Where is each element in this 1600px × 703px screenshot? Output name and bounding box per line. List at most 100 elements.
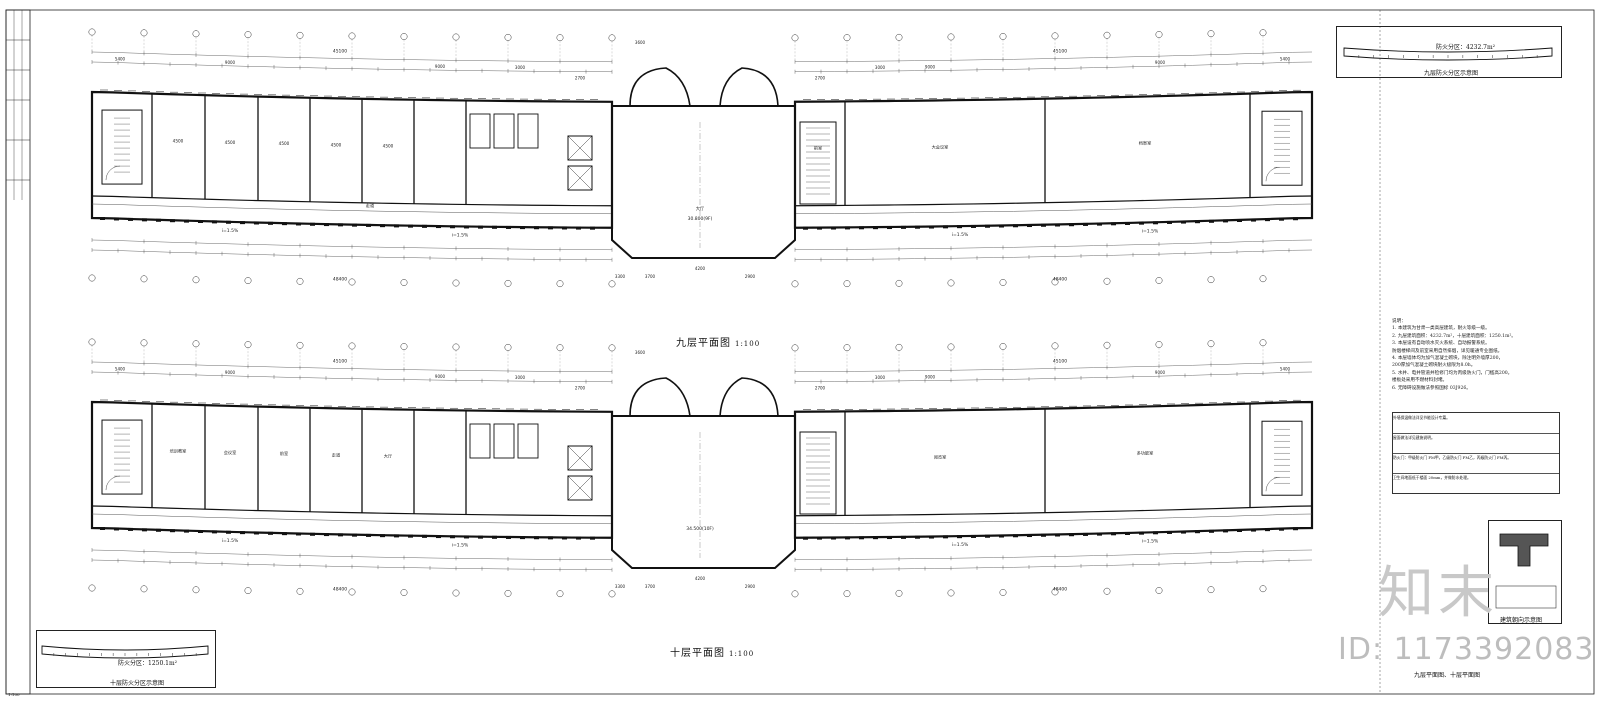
left-corridor-wall bbox=[91, 505, 613, 517]
column-mark bbox=[929, 225, 934, 229]
column-mark bbox=[957, 535, 962, 539]
grid-bubble bbox=[452, 343, 460, 351]
column-mark bbox=[520, 226, 525, 230]
grid-bubble bbox=[1155, 587, 1163, 594]
room-label: 走道 bbox=[366, 202, 375, 209]
left-corridor-line bbox=[91, 203, 613, 215]
key-plan-caption: 建筑朝向示意图 bbox=[1500, 617, 1543, 624]
column-mark bbox=[1251, 528, 1256, 532]
grid-bubble bbox=[88, 338, 96, 346]
column-mark bbox=[1041, 223, 1046, 227]
dimension-text: 3700 bbox=[645, 274, 656, 279]
elevation-mark: 30.800(9F) bbox=[688, 216, 713, 222]
column-mark bbox=[534, 536, 539, 540]
grid-bubble bbox=[348, 32, 356, 40]
column-mark bbox=[1013, 224, 1018, 228]
column-mark bbox=[170, 219, 175, 223]
right-corridor-wall bbox=[794, 505, 1313, 517]
grid-bubble bbox=[608, 280, 616, 288]
column-mark bbox=[436, 535, 441, 539]
grid-bubble bbox=[791, 280, 799, 288]
column-mark bbox=[324, 223, 329, 227]
column-mark bbox=[100, 217, 105, 220]
toilet-stall bbox=[517, 423, 539, 459]
dimension-text: 48400 bbox=[333, 586, 347, 592]
column-mark bbox=[520, 536, 525, 540]
grid-bubble bbox=[400, 589, 408, 596]
grid-bubble bbox=[452, 589, 460, 597]
column-mark bbox=[971, 534, 976, 538]
column-mark bbox=[1111, 222, 1116, 226]
left-wing-outline bbox=[90, 90, 614, 229]
central-lobby bbox=[611, 415, 796, 569]
grid-bubble bbox=[296, 31, 304, 39]
column-mark bbox=[1055, 533, 1060, 537]
column-mark bbox=[1069, 223, 1074, 227]
grid-bubble bbox=[88, 274, 96, 282]
column-mark bbox=[464, 535, 469, 539]
dimension-text: 3000 bbox=[515, 65, 526, 70]
grid-bubble bbox=[400, 279, 408, 286]
fire-zone-top-caption: 九层防火分区示意图 bbox=[1424, 70, 1479, 77]
dimension-text: 2900 bbox=[745, 274, 756, 279]
elevator-shaft bbox=[567, 475, 593, 501]
dimension-text: 48400 bbox=[1053, 276, 1067, 282]
dimension-text: 48400 bbox=[1053, 586, 1067, 592]
left-wing-outline bbox=[90, 400, 614, 539]
fire-zone-bottom-label: 防火分区：1250.1m² bbox=[118, 660, 178, 667]
column-mark bbox=[1083, 222, 1088, 226]
column-mark bbox=[985, 534, 990, 538]
dimension-text: 3700 bbox=[645, 584, 656, 589]
grid-bubble bbox=[504, 343, 512, 351]
elevator-shaft bbox=[567, 135, 593, 161]
grid-bubble bbox=[504, 33, 512, 41]
column-mark bbox=[450, 225, 455, 229]
central-lobby bbox=[611, 105, 796, 259]
column-mark bbox=[310, 532, 315, 536]
column-mark bbox=[873, 536, 878, 540]
grid-bubble bbox=[192, 30, 200, 38]
note-line: 4. 本层墙体均为加气混凝土砌块，除注明外墙厚200， bbox=[1392, 356, 1504, 362]
column-mark bbox=[859, 226, 864, 230]
room-label: 4500 bbox=[331, 142, 342, 147]
dimension-text: 3600 bbox=[635, 350, 646, 355]
column-mark bbox=[1167, 220, 1172, 224]
dimension-text: 3600 bbox=[635, 40, 646, 45]
column-mark bbox=[590, 226, 595, 230]
column-mark bbox=[226, 220, 231, 224]
room-label: 多功能室 bbox=[1137, 449, 1154, 456]
dimension-text: 9000 bbox=[925, 65, 936, 70]
dimension-text: 5400 bbox=[115, 367, 126, 372]
column-mark bbox=[296, 532, 301, 536]
grid-bubble bbox=[244, 587, 252, 595]
column-mark bbox=[1293, 217, 1298, 221]
grid-bubble bbox=[556, 34, 564, 42]
column-mark bbox=[338, 533, 343, 537]
column-mark bbox=[478, 225, 483, 229]
grid-bubble bbox=[192, 586, 200, 594]
toilet-stall bbox=[493, 113, 515, 149]
stair-enclosure bbox=[1261, 420, 1303, 496]
sheet-border bbox=[5, 9, 1595, 695]
dimension-text: 3300 bbox=[615, 584, 626, 589]
design-notes: 说明： 1. 本建筑为甘肃一类高层建筑，耐火等级一级。 2. 九层建筑面积：42… bbox=[1392, 318, 1560, 392]
column-mark bbox=[212, 530, 217, 534]
dimension-text: 2700 bbox=[575, 386, 586, 391]
column-mark bbox=[887, 226, 892, 230]
column-mark bbox=[548, 536, 553, 540]
column-mark bbox=[1125, 221, 1130, 225]
dimension-line bbox=[794, 361, 1313, 372]
column-mark bbox=[240, 531, 245, 535]
note-line: 1. 本建筑为甘肃一类高层建筑，耐火等级一级。 bbox=[1392, 326, 1490, 332]
grid-bubble bbox=[88, 28, 96, 36]
grid-bubble bbox=[1259, 275, 1267, 283]
elevator-shaft bbox=[567, 445, 593, 471]
column-mark bbox=[901, 225, 906, 229]
right-corridor-line bbox=[794, 203, 1313, 214]
column-mark bbox=[803, 536, 808, 540]
column-mark bbox=[1139, 531, 1144, 535]
grid-bubble bbox=[1259, 29, 1267, 37]
core-stair bbox=[799, 121, 837, 205]
grid-bubble bbox=[296, 341, 304, 349]
